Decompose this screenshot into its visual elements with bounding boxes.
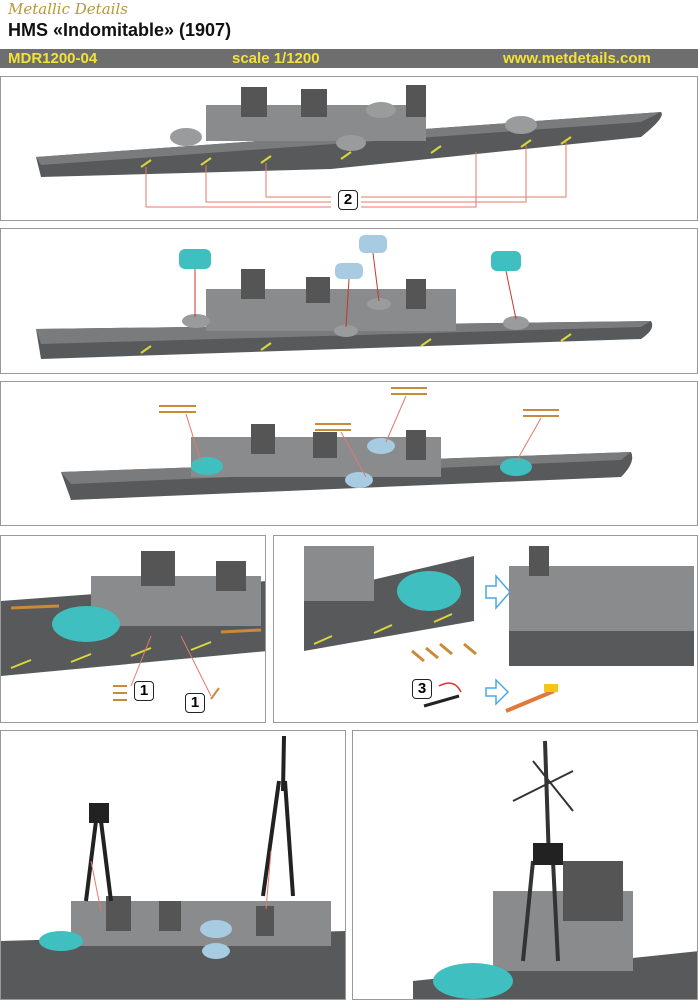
step-panel-6 [0,730,346,1000]
step-panel-5: 3 [273,535,698,723]
part-callout-1a: 1 [134,681,154,701]
page-title: HMS «Indomitable» (1907) [8,20,232,40]
part-callout-3: 3 [412,679,432,699]
mast-detail-drawing [413,740,697,999]
ship-hull-drawing [36,85,662,208]
detail-aft-turret-drawing [304,546,694,713]
part-callout-1b: 1 [185,693,205,713]
part-callout-2: 2 [338,190,358,210]
step-panel-4: 1 1 [0,535,266,723]
step-panel-3 [0,381,698,526]
detail-forward-turret-drawing [1,551,265,701]
scale-label: scale 1/1200 [232,50,320,67]
ship-turret-install-drawing [36,235,653,359]
step-panel-7 [352,730,698,1000]
step-panel-1: 2 [0,76,698,221]
product-code: MDR1200-04 [8,50,98,67]
masts-install-drawing [1,735,345,999]
step-panel-2 [0,228,698,374]
ship-gun-barrels-drawing [61,387,633,500]
brand-logo: Metallic Details [8,0,128,18]
header-bar: MDR1200-04 scale 1/1200 www.metdetails.c… [0,49,698,68]
website-link[interactable]: www.metdetails.com [503,50,651,67]
